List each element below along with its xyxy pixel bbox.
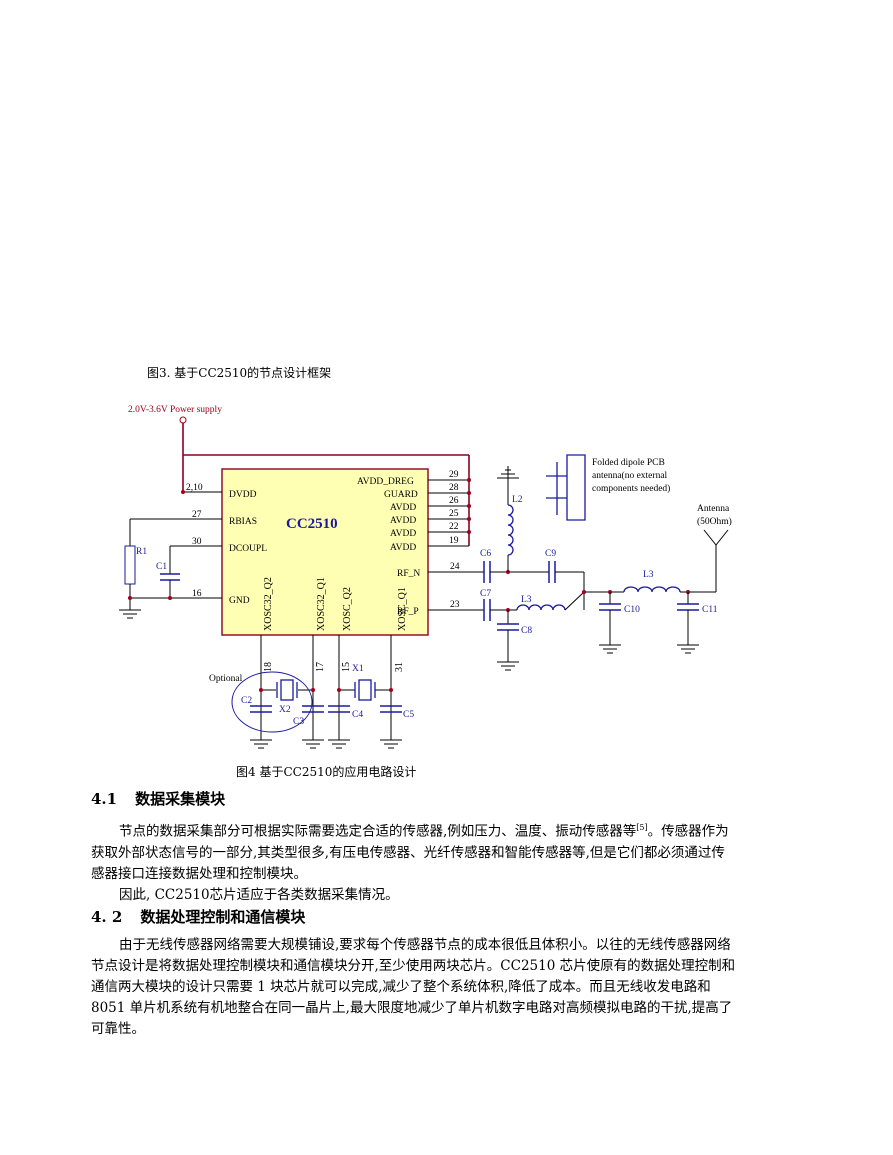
svg-text:XOSC_Q2: XOSC_Q2 <box>342 587 353 631</box>
folded-dipole-icon <box>546 454 586 521</box>
pin-num: 27 <box>192 510 202 520</box>
ground-icon <box>250 739 402 749</box>
pin-num: 16 <box>192 589 202 599</box>
inductor-l2 <box>516 604 566 611</box>
antenna-icon <box>703 529 729 546</box>
svg-text:C9: C9 <box>545 549 556 559</box>
svg-text:(50Ohm): (50Ohm) <box>697 516 732 527</box>
svg-text:C6: C6 <box>480 549 491 559</box>
svg-text:17: 17 <box>315 662 326 672</box>
svg-text:AVDD: AVDD <box>390 543 416 553</box>
svg-text:XOSC32_Q2: XOSC32_Q2 <box>263 577 274 631</box>
svg-text:19: 19 <box>449 536 459 546</box>
ground-icon <box>497 661 519 671</box>
pin-name: GND <box>229 596 250 606</box>
svg-text:C10: C10 <box>624 605 640 615</box>
svg-text:15: 15 <box>341 662 352 672</box>
optional-label: Optional <box>209 674 243 684</box>
svg-text:29: 29 <box>449 470 459 480</box>
svg-text:RF_P: RF_P <box>397 607 419 617</box>
svg-text:C3: C3 <box>293 717 304 727</box>
section-4-2-body: 由于无线传感器网络需要大规模铺设,要求每个传感器节点的成本很低且体积小。以往的无… <box>91 937 736 1037</box>
svg-text:AVDD: AVDD <box>390 516 416 526</box>
pin-name: DCOUPL <box>229 544 267 554</box>
svg-text:26: 26 <box>449 496 459 506</box>
svg-text:18: 18 <box>263 662 274 672</box>
svg-text:RF_N: RF_N <box>397 569 420 579</box>
ground-icon <box>119 609 141 619</box>
svg-text:X1: X1 <box>352 664 364 674</box>
resistor-r1 <box>124 545 136 585</box>
power-node-icon <box>179 416 187 424</box>
svg-text:22: 22 <box>449 522 459 532</box>
pin-name: RBIAS <box>229 517 257 527</box>
ground-icon <box>599 644 699 654</box>
figure-4-caption: 图4 基于CC2510的应用电路设计 <box>236 765 417 779</box>
svg-text:31: 31 <box>394 662 405 672</box>
svg-text:L3: L3 <box>521 595 532 605</box>
svg-text:R1: R1 <box>136 547 147 557</box>
svg-text:23: 23 <box>450 600 460 610</box>
chip-name: CC2510 <box>286 516 338 532</box>
svg-text:GUARD: GUARD <box>384 490 418 500</box>
figure-3-caption: 图3. 基于CC2510的节点设计框架 <box>147 366 332 380</box>
capacitor-c1-label: C1 <box>156 562 167 572</box>
svg-text:X2: X2 <box>279 705 291 715</box>
svg-text:AVDD_DREG: AVDD_DREG <box>357 477 414 487</box>
svg-text:Folded dipole PCB: Folded dipole PCB <box>592 458 665 468</box>
svg-text:XOSC_Q1: XOSC_Q1 <box>397 587 408 631</box>
svg-text:Antenna: Antenna <box>697 504 730 514</box>
svg-text:XOSC32_Q1: XOSC32_Q1 <box>316 577 327 631</box>
svg-text:components needed): components needed) <box>592 483 670 494</box>
svg-text:L2: L2 <box>512 495 523 505</box>
power-supply-label: 2.0V-3.6V Power supply <box>128 405 222 415</box>
pin-name: DVDD <box>229 490 257 500</box>
svg-text:C2: C2 <box>241 696 252 706</box>
svg-text:C7: C7 <box>480 589 491 599</box>
svg-text:antenna(no external: antenna(no external <box>592 470 668 481</box>
crystal-x2 <box>276 679 298 701</box>
svg-text:25: 25 <box>449 509 459 519</box>
circuit-diagram: 2.0V-3.6V Power supply CC2510 2,10 DVDD … <box>119 405 732 749</box>
svg-text:C5: C5 <box>403 710 414 720</box>
inductor-l3 <box>623 586 681 593</box>
svg-text:AVDD: AVDD <box>390 503 416 513</box>
pin-num: 2,10 <box>186 483 203 493</box>
inductor-l1 <box>507 504 514 556</box>
pin-num: 30 <box>192 537 202 547</box>
crystal-x1 <box>354 679 376 701</box>
ground-icon <box>497 466 519 479</box>
svg-text:L3: L3 <box>643 570 654 580</box>
svg-text:C8: C8 <box>521 626 532 636</box>
svg-text:C4: C4 <box>352 710 363 720</box>
optional-outline <box>231 671 313 733</box>
svg-text:AVDD: AVDD <box>390 529 416 539</box>
section-4-1-body: 节点的数据采集部分可根据实际需要选定合适的传感器,例如压力、温度、振动传感器等[… <box>91 823 729 903</box>
svg-text:24: 24 <box>450 562 460 572</box>
svg-text:C11: C11 <box>702 605 718 615</box>
cc2510-chip <box>221 468 429 636</box>
svg-text:28: 28 <box>449 483 459 493</box>
